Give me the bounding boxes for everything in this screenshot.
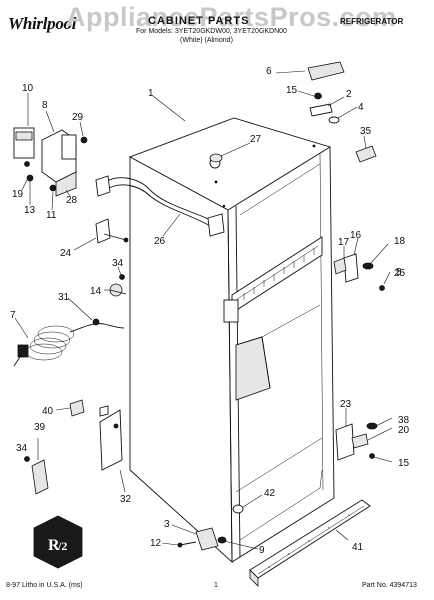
callout-2: 2 [346, 89, 352, 100]
callout-10: 10 [22, 83, 34, 94]
callout-7: 7 [10, 310, 16, 321]
part-41-toe-grille [249, 499, 371, 587]
callout-29: 29 [72, 112, 84, 123]
callout-9: 9 [259, 545, 265, 556]
part-6-hinge-cover [307, 61, 345, 81]
callout-27: 27 [250, 134, 262, 145]
part-34-screw-lower [24, 456, 30, 462]
svg-text:/2: /2 [57, 539, 67, 553]
part-24-bracket [95, 218, 129, 244]
certification-badge: R /2 [33, 515, 83, 569]
callout-19: 19 [12, 189, 24, 200]
callout-17: 17 [338, 237, 350, 248]
callout-15-top: 15 [286, 85, 298, 96]
colors-line: (White) (Almond) [180, 37, 233, 44]
callout-42: 42 [264, 488, 276, 499]
callout-25: 25 [394, 268, 406, 279]
callout-13: 13 [24, 205, 36, 216]
callout-34-upper: 34 [112, 258, 124, 269]
callout-24: 24 [60, 248, 72, 259]
callout-8: 8 [42, 100, 48, 111]
part-40-bracket [69, 399, 85, 417]
footer-page-number: 1 [214, 582, 218, 589]
callout-20: 20 [398, 425, 410, 436]
cabinet [128, 117, 335, 564]
callout-14: 14 [90, 286, 102, 297]
callout-12: 12 [150, 538, 162, 549]
callout-3: 3 [164, 519, 170, 530]
callout-40: 40 [42, 406, 54, 417]
part-27-cap [209, 153, 223, 163]
callout-labels: 1 2 3 4 5 6 7 8 9 10 11 12 13 14 15 15 1… [10, 66, 410, 556]
part-2-hinge [309, 103, 333, 117]
part-15-screw-top [314, 92, 322, 100]
part-35-plug [355, 145, 377, 163]
callout-39: 39 [34, 422, 46, 433]
footer-part-number: Part No. 4394713 [362, 582, 417, 589]
callout-6: 6 [266, 66, 272, 77]
part-42-roller [232, 504, 244, 514]
callout-41: 41 [352, 542, 364, 553]
callout-16: 16 [350, 230, 362, 241]
appliance-type: REFRIGERATOR [340, 17, 404, 26]
part-40-small [99, 405, 109, 417]
callout-15-bottom: 15 [398, 458, 410, 469]
relay-assembly [13, 127, 88, 197]
callout-26: 26 [154, 236, 166, 247]
callout-5: 5 [396, 267, 402, 278]
part-4-shim [328, 116, 340, 124]
callout-34-lower: 34 [16, 443, 28, 454]
footer-print-info: 8-97 Litho in U.S.A. (ms) [6, 582, 83, 589]
part-39-cover [31, 459, 49, 495]
part-7-power-cord [13, 318, 125, 367]
callout-38: 38 [398, 415, 410, 426]
callout-32: 32 [120, 494, 132, 505]
callout-18: 18 [394, 236, 406, 247]
svg-text:R: R [48, 537, 60, 554]
callout-28: 28 [66, 195, 78, 206]
callout-23: 23 [340, 399, 352, 410]
section-title: CABINET PARTS [148, 15, 250, 27]
part-20-lower-hinge [335, 422, 378, 461]
models-line: For Models: 3YET20GKDW00, 3YET20GKDN00 [136, 28, 287, 35]
part-14-clip [109, 274, 127, 297]
part-32-panel [99, 409, 123, 471]
whirlpool-logo: Whirlpool [8, 14, 77, 33]
callout-1: 1 [148, 88, 154, 99]
callout-31: 31 [58, 292, 70, 303]
watermark: AppliancePartsPros.com [66, 2, 397, 32]
part-16-door-stop [333, 253, 385, 291]
callout-11: 11 [46, 210, 57, 221]
callout-4: 4 [358, 102, 364, 113]
callout-35: 35 [360, 126, 372, 137]
part-26-wire-harness [95, 175, 225, 237]
